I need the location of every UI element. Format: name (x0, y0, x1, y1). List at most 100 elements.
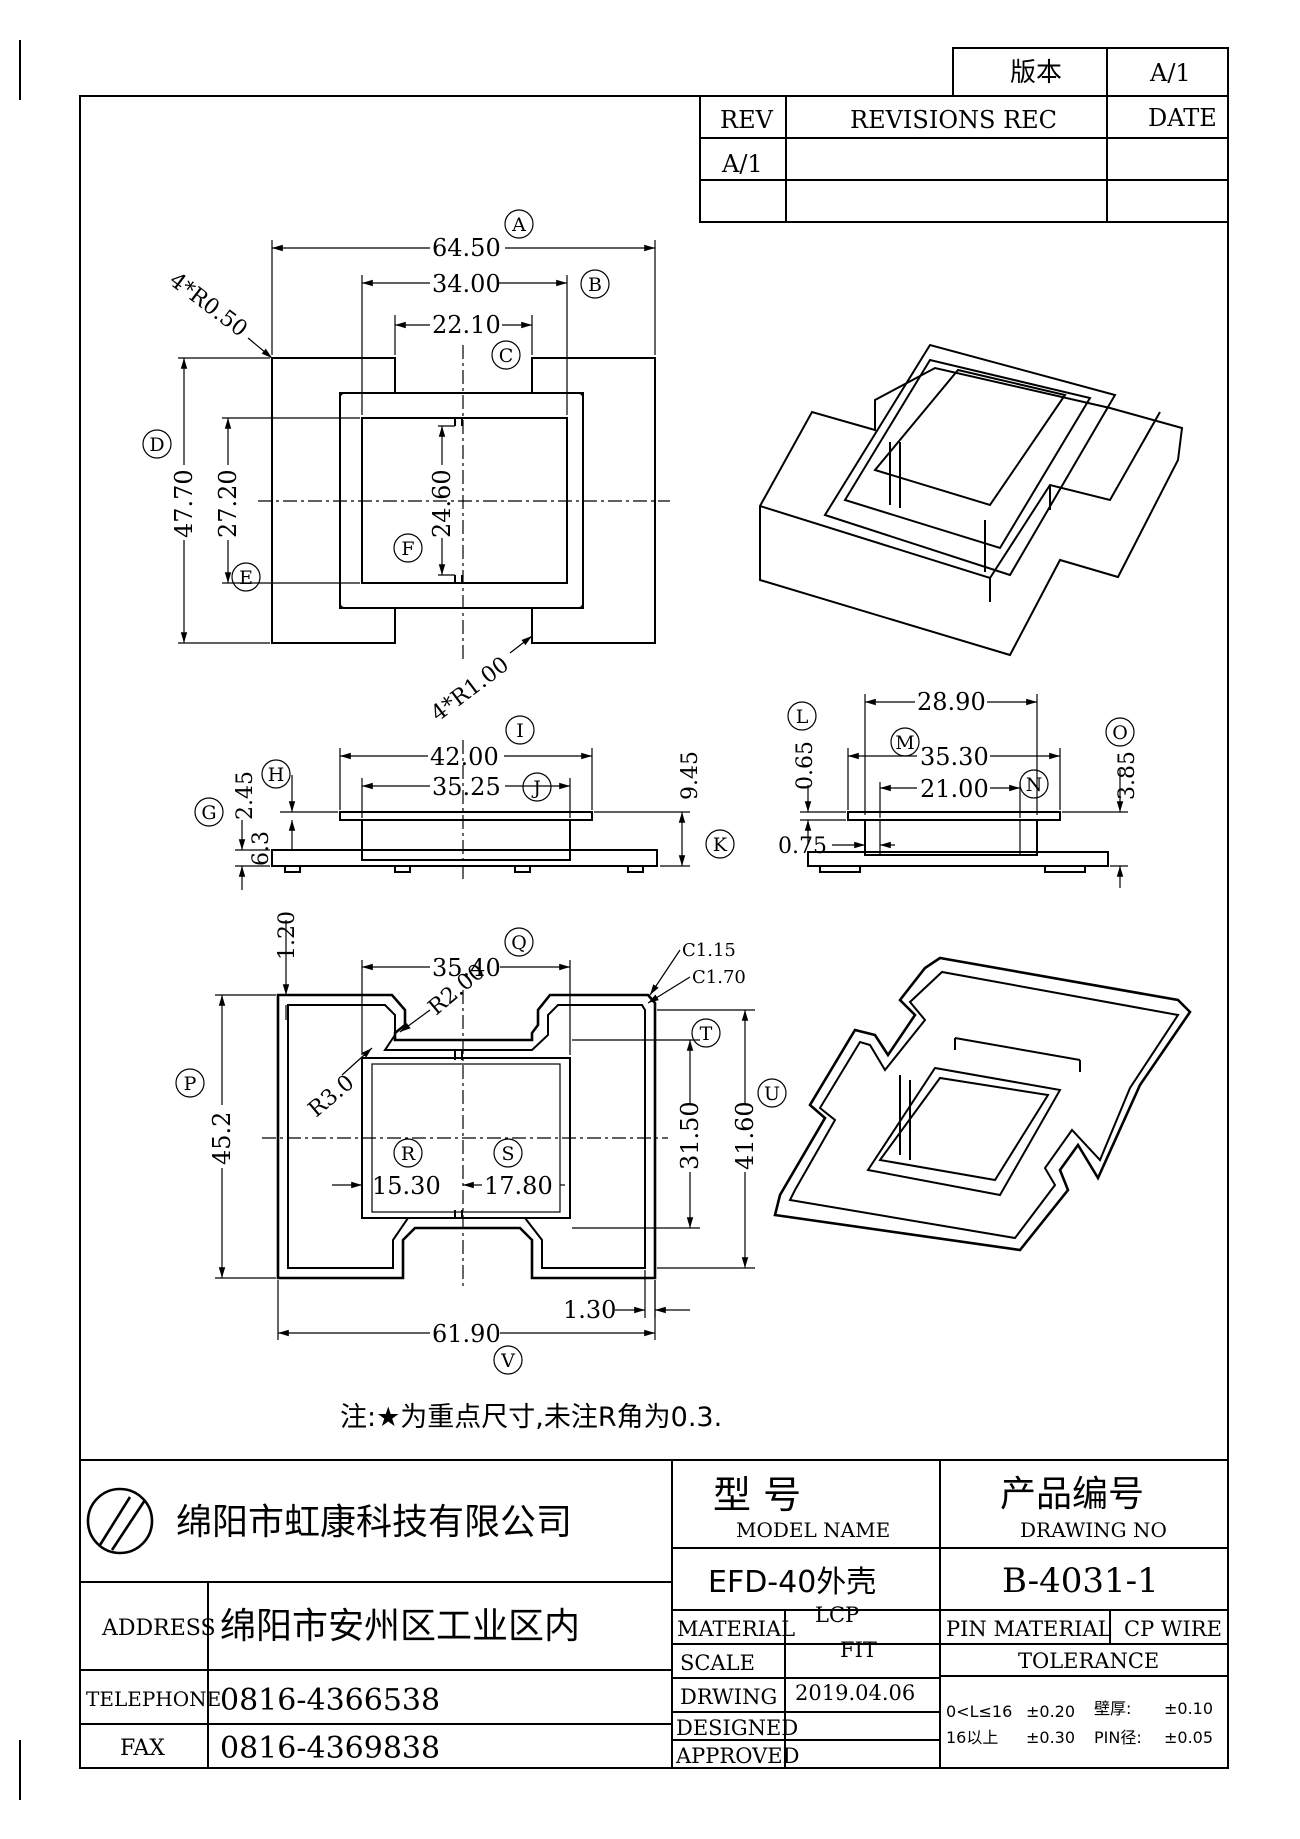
dim-s: 17.80 (484, 1172, 553, 1200)
fax-label: FAX (120, 1736, 165, 1761)
isometric-view-bottom (773, 956, 1192, 1252)
callout-v: V (493, 1345, 523, 1375)
dim-o: 3.85 (1115, 751, 1140, 800)
fax-value: 0816-4369838 (220, 1731, 440, 1766)
dim-v: 61.90 (432, 1320, 501, 1348)
tol-row2-pin-value: ±0.05 (1164, 1728, 1213, 1747)
side-view: 28.90 35.30 21.00 0.65 3.85 0.75 L M N O (778, 688, 1140, 888)
dim-f: 24.60 (428, 469, 456, 538)
address-value: 绵阳市安州区工业区内 (220, 1606, 580, 1647)
dim-g: 6.3 (249, 831, 274, 866)
callout-h: H (261, 759, 291, 789)
version-label: 版本 (1010, 58, 1062, 88)
version-value: A/1 (1149, 59, 1191, 87)
dim-m: 35.30 (920, 743, 989, 771)
telephone-label: TELEPHONE (86, 1687, 221, 1711)
material-label: MATERIAL (677, 1617, 795, 1641)
company-name: 绵阳市虹康科技有限公司 (176, 1502, 572, 1543)
revisions-header: REVISIONS REC (850, 106, 1057, 134)
dim-l: 0.65 (793, 741, 818, 790)
approved-label: APPROVED (675, 1744, 799, 1768)
svg-text:V: V (500, 1350, 515, 1372)
svg-text:N: N (1026, 774, 1043, 796)
radius-outer-label: 4*R0.50 (164, 268, 251, 342)
dim-q: 35.40 (432, 954, 501, 982)
drwing-label: DRWING (680, 1685, 777, 1709)
dim-130: 1.30 (563, 1296, 616, 1324)
model-value: EFD-40外壳 (708, 1565, 876, 1600)
svg-text:B: B (588, 274, 602, 296)
dim-d: 47.70 (170, 469, 198, 538)
svg-text:L: L (796, 706, 809, 728)
pin-material-value: CP WIRE (1124, 1617, 1222, 1641)
dim-u: 41.60 (731, 1101, 759, 1170)
callout-o: O (1105, 717, 1135, 747)
drawing-number: B-4031-1 (1002, 1561, 1159, 1601)
drawing-border (79, 95, 1229, 1769)
svg-text:R: R (401, 1143, 416, 1165)
tol-row1-wall-value: ±0.10 (1164, 1699, 1213, 1718)
dim-a: 64.50 (432, 234, 501, 262)
callout-r: R (393, 1138, 423, 1168)
callout-f: F (393, 533, 423, 563)
title-block: 绵阳市虹康科技有限公司 ADDRESS 绵阳市安州区工业区内 TELEPHONE… (80, 1459, 1228, 1768)
model-cn-label: 型 号 (713, 1473, 801, 1517)
callout-g: G (194, 797, 224, 827)
dim-side-bottom: 0.75 (778, 834, 827, 859)
svg-text:U: U (764, 1083, 780, 1105)
svg-text:T: T (700, 1023, 713, 1045)
callout-p: P (175, 1068, 205, 1098)
callout-i: I (505, 715, 535, 745)
drawing-cn-label: 产品编号 (1000, 1474, 1144, 1515)
isometric-view-top (759, 343, 1184, 657)
note-text: 注:★为重点尺寸,未注R角为0.3. (340, 1402, 722, 1433)
dim-j: 35.25 (432, 773, 501, 801)
material-value: LCP (815, 1603, 859, 1627)
dim-r30: R3.0 (304, 1070, 360, 1122)
callout-k: K (705, 829, 735, 859)
svg-text:Q: Q (511, 932, 527, 954)
callout-l: L (787, 701, 817, 731)
radius-inner-label: 4*R1.00 (427, 652, 514, 726)
dim-b: 34.00 (432, 270, 501, 298)
callout-q: Q (504, 927, 534, 957)
callout-s: S (493, 1138, 523, 1168)
dim-c115: C1.15 (682, 940, 736, 961)
pin-material-label: PIN MATERIAL (946, 1617, 1112, 1641)
svg-text:H: H (268, 764, 285, 786)
tol-row1-value: ±0.20 (1026, 1702, 1075, 1721)
dim-p: 45.2 (208, 1112, 236, 1165)
callout-b: B (580, 269, 610, 299)
svg-text:F: F (401, 538, 414, 560)
tol-row1-range: 0<L≤16 (946, 1702, 1012, 1721)
address-label: ADDRESS (101, 1616, 216, 1641)
company-logo (86, 1487, 154, 1555)
dim-r: 15.30 (372, 1172, 441, 1200)
tol-row2-pin: PIN径: (1094, 1728, 1142, 1747)
rev-header: REV (720, 106, 774, 134)
svg-text:E: E (239, 567, 253, 589)
dim-side-top: 28.90 (917, 688, 986, 716)
callout-a: A (504, 209, 534, 239)
svg-text:P: P (184, 1073, 197, 1095)
callout-u: U (757, 1078, 787, 1108)
callout-m: M (890, 727, 920, 757)
top-view: 64.50 34.00 22.10 47.70 27.20 24.60 4*R0… (142, 209, 670, 727)
bottom-view: 35.40 C1.15 C1.70 R2.00 R3.0 1.20 45.2 3… (175, 911, 787, 1375)
telephone-value: 0816-4366538 (220, 1683, 440, 1718)
callout-e: E (231, 562, 261, 592)
callout-n: N (1019, 769, 1049, 799)
callout-t: T (691, 1018, 721, 1048)
svg-text:M: M (895, 732, 914, 754)
svg-text:J: J (531, 777, 541, 799)
date-header: DATE (1148, 104, 1217, 132)
dim-e: 27.20 (214, 469, 242, 538)
dim-120: 1.20 (275, 911, 300, 960)
scale-label: SCALE (680, 1651, 755, 1675)
svg-text:C: C (499, 345, 514, 367)
designed-label: DESIGNED (676, 1716, 798, 1740)
tolerance-label: TOLERANCE (1018, 1649, 1159, 1673)
tol-row2-range: 16以上 (946, 1728, 998, 1747)
tol-row1-wall: 壁厚: (1094, 1699, 1131, 1718)
